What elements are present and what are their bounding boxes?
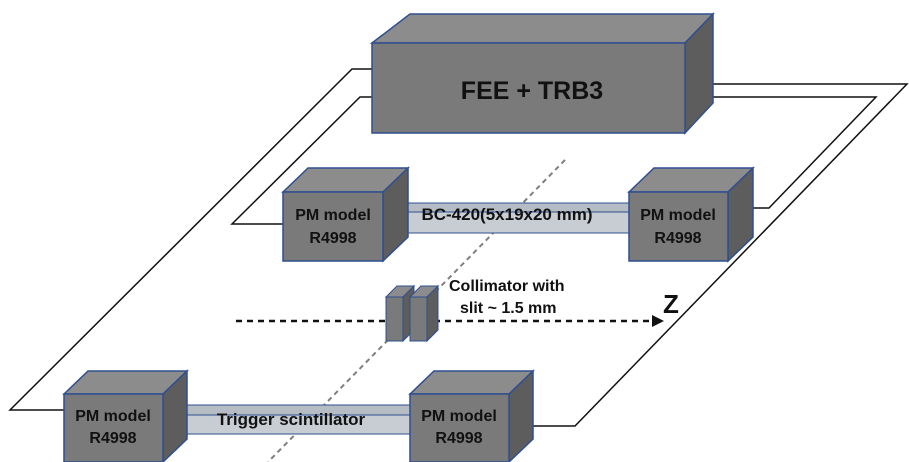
- wire-detector-left: [230, 96, 372, 225]
- wire-trigger-right: [508, 83, 909, 427]
- collimator-label-line1: Collimator with: [449, 278, 565, 295]
- trigger-pm-right-type: R4998: [435, 430, 482, 447]
- detector-pm-left-type: R4998: [309, 230, 356, 247]
- collimator-label-line2: slit ~ 1.5 mm: [460, 300, 557, 317]
- trigger-scintillator-label: Trigger scintillator: [217, 410, 366, 429]
- trigger-pm-left: PM model R4998: [62, 369, 189, 462]
- wire-trigger-left: [8, 68, 372, 411]
- trigger-pm-left-model: PM model: [75, 408, 151, 425]
- detector-pm-left: PM model R4998: [281, 166, 410, 263]
- trigger-pm-right-model: PM model: [421, 408, 497, 425]
- fee-trb3-box: FEE + TRB3: [369, 12, 715, 135]
- signal-wires: [8, 68, 909, 427]
- detector-pm-left-model: PM model: [295, 207, 371, 224]
- detector-pm-right-model: PM model: [640, 207, 716, 224]
- collimator: [384, 284, 440, 343]
- trigger-pm-left-type: R4998: [89, 430, 136, 447]
- detector-pm-right-type: R4998: [654, 230, 701, 247]
- fee-trb3-label: FEE + TRB3: [461, 77, 603, 105]
- bc420-scintillator: BC-420(5x19x20 mm): [382, 202, 646, 234]
- z-axis-label: Z: [663, 289, 679, 319]
- trigger-pm-right: PM model R4998: [408, 369, 535, 462]
- bc420-label: BC-420(5x19x20 mm): [421, 205, 592, 224]
- detector-pm-right: PM model R4998: [627, 166, 755, 263]
- trigger-scintillator: Trigger scintillator: [161, 404, 426, 435]
